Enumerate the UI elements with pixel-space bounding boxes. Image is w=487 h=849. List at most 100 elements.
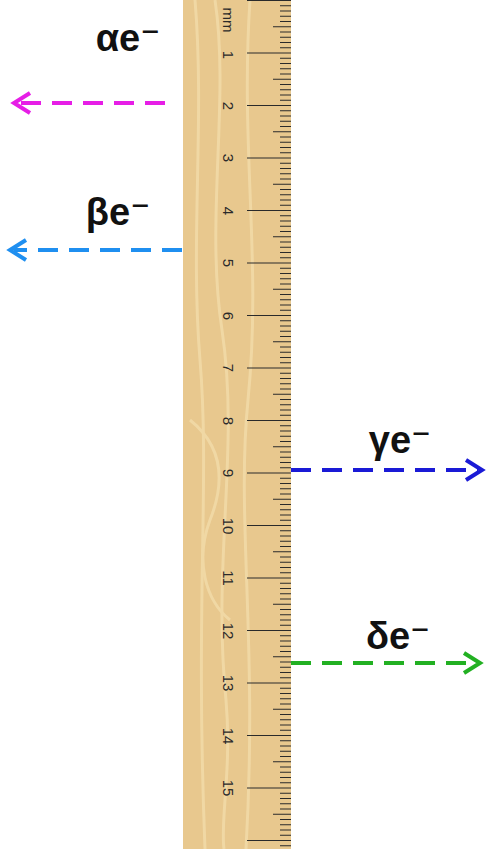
tick-mark	[280, 546, 291, 547]
tick-mark	[280, 74, 291, 75]
scale-number: 10	[221, 517, 236, 534]
tick-mark	[280, 320, 291, 321]
tick-mark	[280, 357, 291, 358]
tick-mark	[280, 268, 291, 269]
tick-mark	[247, 630, 291, 631]
tick-mark	[247, 473, 291, 474]
tick-mark	[280, 221, 291, 222]
tick-mark	[280, 835, 291, 836]
tick-mark	[280, 609, 291, 610]
tick-mark	[280, 205, 291, 206]
tick-mark	[247, 53, 291, 54]
tick-mark	[280, 635, 291, 636]
tick-mark	[280, 100, 291, 101]
tick-mark	[280, 478, 291, 479]
dashed-arrow	[291, 661, 476, 665]
tick-mark	[247, 0, 291, 1]
tick-mark	[273, 814, 291, 815]
tick-mark	[280, 63, 291, 64]
tick-mark	[280, 672, 291, 673]
tick-mark	[280, 247, 291, 248]
tick-mark	[280, 58, 291, 59]
tick-mark	[280, 336, 291, 337]
scale-number: 11	[221, 570, 236, 586]
tick-mark	[280, 620, 291, 621]
scale-number: 9	[221, 469, 236, 477]
tick-mark	[280, 257, 291, 258]
tick-mark	[273, 289, 291, 290]
tick-mark	[280, 200, 291, 201]
tick-mark	[280, 179, 291, 180]
dashed-arrow	[14, 248, 182, 252]
tick-mark	[247, 368, 291, 369]
tick-mark	[280, 646, 291, 647]
dashed-arrow	[291, 468, 478, 472]
tick-mark	[280, 410, 291, 411]
tick-mark	[280, 557, 291, 558]
scale-number: 5	[221, 259, 236, 267]
tick-mark	[280, 714, 291, 715]
tick-mark	[280, 467, 291, 468]
tick-mark	[280, 121, 291, 122]
tick-mark	[280, 667, 291, 668]
tick-mark	[280, 530, 291, 531]
tick-mark	[247, 578, 291, 579]
tick-mark	[280, 383, 291, 384]
tick-mark	[280, 625, 291, 626]
tick-mark	[280, 326, 291, 327]
tick-mark	[280, 84, 291, 85]
tick-mark	[280, 740, 291, 741]
scale-number: 6	[221, 311, 236, 319]
unit-label: mm	[221, 8, 236, 33]
tick-mark	[280, 572, 291, 573]
tick-mark	[280, 751, 291, 752]
tick-mark	[280, 772, 291, 773]
tick-mark	[273, 184, 291, 185]
tick-mark	[280, 116, 291, 117]
tick-mark	[280, 294, 291, 295]
tick-mark	[280, 436, 291, 437]
tick-mark	[280, 520, 291, 521]
tick-mark	[280, 299, 291, 300]
tick-mark	[280, 362, 291, 363]
tick-mark	[247, 210, 291, 211]
tick-mark	[280, 719, 291, 720]
tick-mark	[280, 614, 291, 615]
arrowhead	[466, 460, 482, 480]
tick-mark	[280, 352, 291, 353]
tick-mark	[280, 803, 291, 804]
scale-number: 1	[221, 51, 236, 59]
tick-mark	[280, 782, 291, 783]
tick-mark	[280, 599, 291, 600]
tick-mark	[280, 662, 291, 663]
tick-mark	[273, 26, 291, 27]
tick-mark	[280, 809, 291, 810]
tick-mark	[280, 347, 291, 348]
tick-mark	[247, 158, 291, 159]
tick-mark	[280, 583, 291, 584]
tick-mark	[280, 767, 291, 768]
tick-mark	[280, 562, 291, 563]
tick-mark	[273, 709, 291, 710]
tick-mark	[280, 194, 291, 195]
tick-mark	[280, 452, 291, 453]
tick-mark	[280, 541, 291, 542]
tick-mark	[280, 137, 291, 138]
tick-mark	[273, 131, 291, 132]
tick-mark	[280, 399, 291, 400]
tick-mark	[280, 504, 291, 505]
tick-mark	[273, 79, 291, 80]
tick-mark	[280, 163, 291, 164]
tick-mark	[280, 32, 291, 33]
tick-mark	[280, 567, 291, 568]
tick-mark	[273, 551, 291, 552]
tick-mark	[280, 273, 291, 274]
tick-mark	[280, 21, 291, 22]
tick-mark	[280, 389, 291, 390]
scale-number: 3	[221, 154, 236, 162]
tick-mark	[280, 425, 291, 426]
tick-mark	[280, 378, 291, 379]
tick-mark	[280, 226, 291, 227]
electron-arrows	[10, 93, 482, 673]
particle-label: γe⁻	[369, 421, 431, 459]
